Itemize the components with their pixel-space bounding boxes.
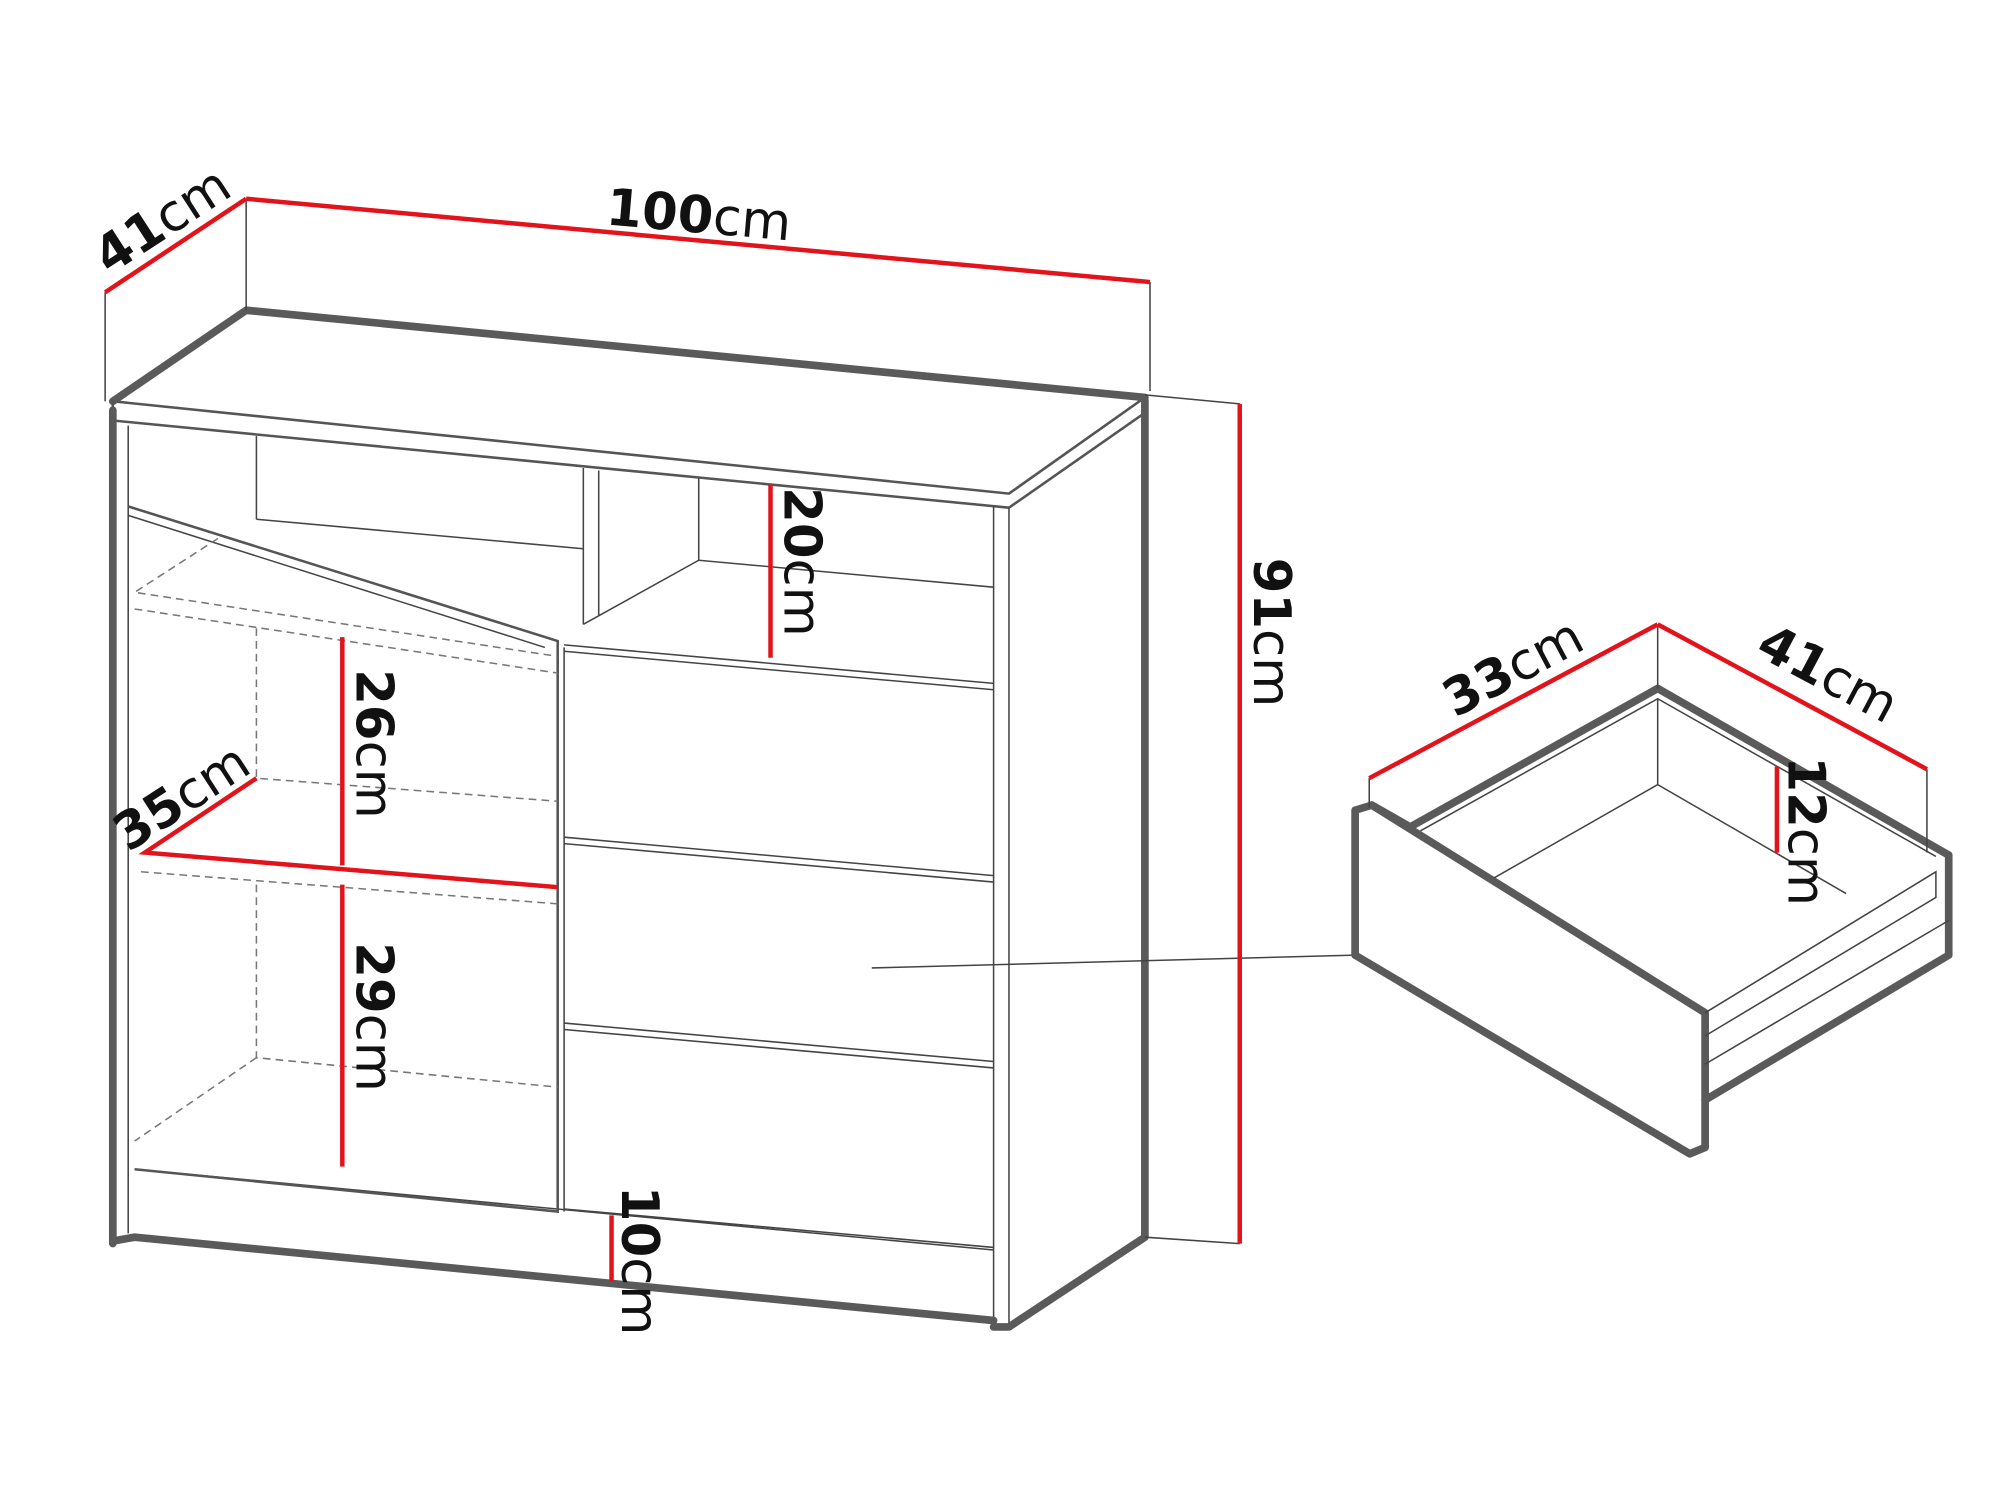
drawer-drawing — [1351, 624, 1953, 1158]
shelf-depth-dimension-line — [138, 776, 558, 890]
open-shelf-line — [582, 559, 994, 626]
drawer-left-side — [1367, 684, 1953, 1104]
drawer-front — [564, 836, 994, 877]
depth-dimension-line — [103, 196, 248, 295]
cabinet-right-back — [989, 396, 1149, 1331]
lower-compartment-label: 29cm — [343, 942, 403, 1091]
drawer-right-side — [1704, 870, 1937, 1037]
dimension-lines — [103, 196, 1928, 1283]
open-shelf-line — [256, 518, 584, 550]
upper-compartment-label: 26cm — [343, 669, 403, 818]
drawer-front — [564, 1208, 994, 1249]
cabinet-top-back-edge — [108, 306, 1149, 406]
cabinet-bottom — [108, 1233, 998, 1325]
shelf-dashed — [255, 628, 558, 803]
shelf-dashed — [255, 884, 558, 1088]
drawer-depth-dimension-line — [1656, 622, 1928, 772]
leader-line — [871, 954, 1356, 969]
drawer-right-side — [1704, 919, 1950, 1065]
drawer-front — [564, 1022, 994, 1063]
cabinet-top — [109, 308, 1149, 495]
shelf-dashed — [134, 1057, 257, 1142]
plinth-label: 10cm — [609, 1186, 669, 1335]
open-shelf-label: 20cm — [772, 487, 832, 636]
shelf-dashed — [140, 871, 558, 905]
depth-label: 41cm — [83, 155, 241, 287]
drawer-front — [564, 1028, 994, 1069]
extension-line — [1144, 394, 1240, 405]
open-door — [127, 505, 559, 1213]
dimension-labels: 41cm 100cm 91cm 20cm 26cm 29cm 35cm 10cm… — [83, 155, 1908, 1336]
open-door — [127, 514, 546, 649]
width-label: 100cm — [604, 178, 794, 254]
drawer-front — [564, 644, 994, 685]
drawer-front — [564, 842, 994, 883]
shelf-dashed — [134, 608, 558, 674]
cabinet-drawing — [104, 198, 1356, 1331]
drawer-front — [564, 650, 994, 691]
drawer-height-label: 12cm — [1775, 756, 1835, 905]
height-label: 91cm — [1241, 558, 1301, 707]
shelf-depth-label: 35cm — [103, 732, 261, 864]
drawer-width-dimension-line — [1368, 622, 1659, 781]
width-dimension-line — [245, 196, 1151, 285]
extension-line — [1144, 1236, 1240, 1245]
drawer-width-label: 33cm — [1433, 606, 1593, 729]
shelf-dashed — [132, 537, 558, 658]
